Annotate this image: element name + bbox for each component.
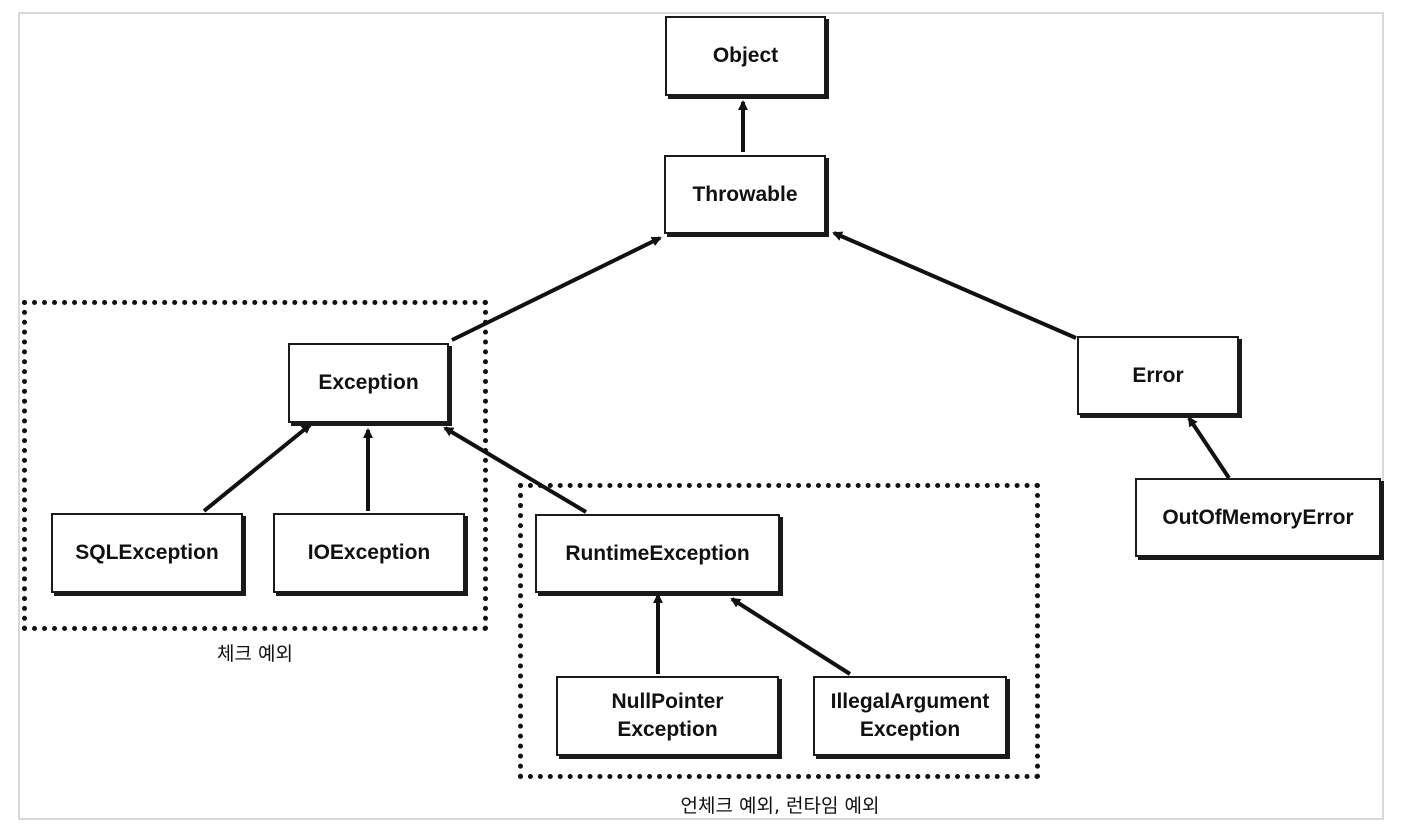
node-object-label: Object (712, 44, 779, 67)
node-throwable: Throwable (664, 155, 826, 234)
node-runtimeexception: RuntimeException (535, 514, 780, 593)
node-error: Error (1077, 336, 1239, 415)
node-object: Object (665, 16, 826, 96)
checked-exceptions-caption: 체크 예외 (217, 643, 293, 665)
node-exception: Exception (288, 343, 449, 423)
arrow-sqlexception-to-exception (202, 423, 312, 513)
node-sqlexception: SQLException (51, 513, 243, 593)
unchecked-exceptions-caption: 언체크 예외, 런타임 예외 (680, 795, 880, 817)
node-sqlexception-label: SQLException (75, 541, 219, 564)
node-ioexception: IOException (273, 513, 465, 593)
unchecked-exceptions-group (518, 483, 1040, 779)
node-outofmemoryerror: OutOfMemoryError (1135, 478, 1381, 557)
node-ioexception-label: IOException (307, 541, 431, 564)
checked-exceptions-group (22, 300, 488, 631)
node-error-label: Error (1132, 363, 1184, 387)
node-illegalargumentexception-label: IllegalArgument Exception (830, 690, 990, 741)
node-runtimeexception-label: RuntimeException (565, 541, 750, 565)
arrow-error-to-throwable (832, 231, 1077, 340)
node-nullpointerexception: NullPointer Exception (556, 676, 779, 756)
node-nullpointerexception-label: NullPointer Exception (611, 690, 724, 741)
arrow-outofmemory-to-error (1187, 416, 1231, 480)
node-exception-label: Exception (318, 371, 419, 394)
arrow-runtimeexception-to-exception (443, 426, 588, 514)
node-throwable-label: Throwable (692, 182, 798, 206)
node-outofmemoryerror-label: OutOfMemoryError (1162, 505, 1354, 529)
arrow-illegalargument-to-runtimeexception (730, 597, 852, 676)
node-illegalargumentexception: IllegalArgument Exception (813, 676, 1007, 756)
